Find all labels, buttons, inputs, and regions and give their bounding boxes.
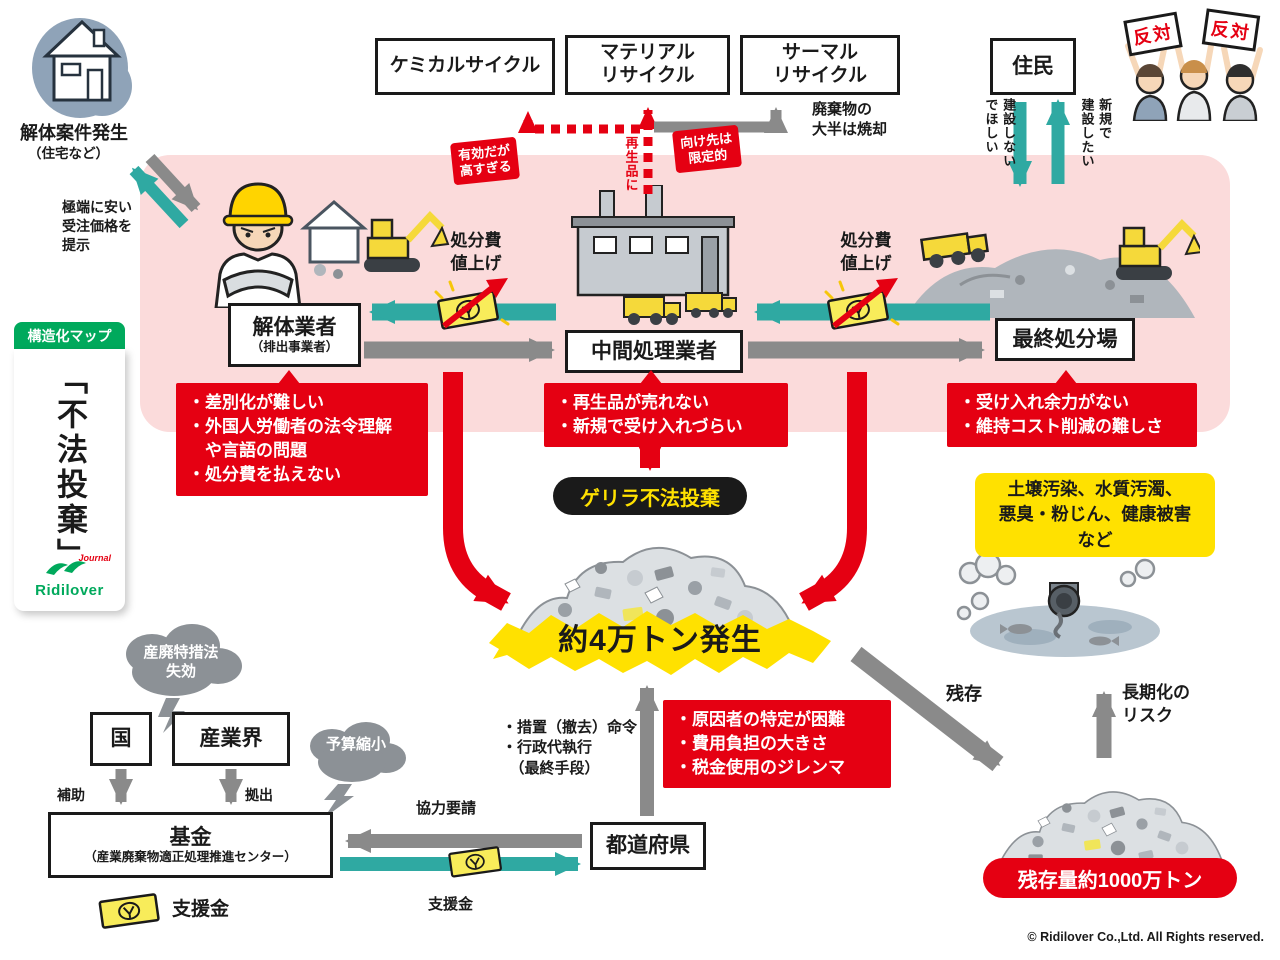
label-mostly-incinerated: 廃棄物の 大半は焼却 <box>812 101 888 139</box>
label-longterm-risk: 長期化の リスク <box>1122 683 1190 725</box>
budget-cut-label: 予算縮小 <box>325 736 386 754</box>
lightning-budget-cut <box>324 784 354 818</box>
money-raise-icon-2 <box>824 278 900 330</box>
protest-sign-2: 反対 <box>1201 8 1261 52</box>
copyright: © Ridilover Co.,Ltd. All Rights reserved… <box>1027 930 1264 944</box>
trash-pile-residual <box>995 791 1226 872</box>
ridilover-logo: Journal Ridilover <box>14 553 125 599</box>
arrow-dashed-chemical <box>518 111 640 134</box>
guerrilla-dumping-pill: ゲリラ不法投棄 <box>553 477 747 515</box>
protesters-illustration <box>1125 37 1263 121</box>
page-title: 「不法投棄」 <box>52 363 87 573</box>
label-support-money-2: 支援金 <box>428 896 474 913</box>
box-nation: 国 <box>90 712 152 766</box>
label-remain: 残存 <box>946 684 982 704</box>
box-demolition-contractor: 解体業者 （排出事業者） <box>228 303 361 367</box>
label-contribute: 拠出 <box>245 787 273 803</box>
structured-map-tab: 構造化マップ <box>14 322 125 349</box>
problems-intermediate: ・再生品が売れない ・新規で受け入れづらい <box>544 369 788 448</box>
box-residents: 住民 <box>990 38 1076 95</box>
label-low-price-offer: 極端に安い 受注価格を 提示 <box>62 199 132 253</box>
arrow-dump-left <box>443 372 511 611</box>
ridilover-wordmark: Ridilover <box>35 582 104 599</box>
box-fund: 基金 （産業廃棄物適正処理推進センター） <box>48 812 333 878</box>
label-to-recycled: 再生品に <box>623 136 639 192</box>
arrow-order-to-contractor <box>145 153 201 213</box>
box-prefecture: 都道府県 <box>590 822 706 870</box>
money-icon-on-arrow <box>448 846 502 878</box>
factory-illustration <box>571 185 737 325</box>
law-expired-cloud <box>126 624 242 696</box>
box-industry: 産業界 <box>172 712 290 766</box>
dump-amount-label: 約4万トン発生 <box>558 623 762 657</box>
amount-starburst <box>489 611 831 675</box>
box-final-disposal: 最終処分場 <box>995 318 1135 361</box>
problems-demolition: ・差別化が難しい ・外国人労働者の法令理解 や言語の問題 ・処分費を払えない <box>176 370 428 496</box>
lightning-law-expired <box>158 698 185 733</box>
arrow-thermal <box>654 107 788 133</box>
worker-illustration <box>214 182 302 308</box>
box-intermediate-processor: 中間処理業者 <box>565 330 743 373</box>
dilemma-box: ・原因者の特定が困難 ・費用負担の大きさ ・税金使用のジレンマ <box>663 700 891 789</box>
problems-final: ・受け入れ余力がない ・維持コスト削減の難しさ <box>947 369 1197 448</box>
tag-limited-destination: 向け先は 限定的 <box>671 124 743 174</box>
law-expired-label: 産廃特措法 失効 <box>143 643 219 681</box>
money-raise-icon-1 <box>434 278 510 330</box>
label-demolition-source: 解体案件発生 <box>20 123 128 143</box>
house-illustration <box>32 18 132 118</box>
money-icon-support <box>98 893 160 929</box>
label-demolition-source-sub: （住宅など） <box>28 146 109 161</box>
pollution-illustration <box>956 553 1160 657</box>
label-measures: ・措置（撤去）命令 ・行政代執行 （最終手段） <box>502 719 638 777</box>
label-support-money-1: 支援金 <box>172 899 230 920</box>
label-no-build: 建設しない でほしい <box>983 98 1017 168</box>
tag-effective-but-expensive: 有効だが 高すぎる <box>449 136 521 186</box>
residual-amount-pill: 残存量約1000万トン <box>983 858 1237 898</box>
budget-cut-cloud <box>310 722 406 782</box>
box-chemical-recycle: ケミカルサイクル <box>375 38 555 95</box>
label-subsidy: 補助 <box>57 787 85 803</box>
box-material-recycle: マテリアル リサイクル <box>565 35 730 95</box>
arrow-lowprice-to-client <box>129 165 189 229</box>
title-card: 「不法投棄」 Journal Ridilover <box>14 349 125 611</box>
ridilover-mark-icon <box>45 561 86 575</box>
journal-label: Journal <box>78 553 111 563</box>
label-fee-raise-1: 処分費 値上げ <box>450 231 502 273</box>
label-cooperation-request: 協力要請 <box>416 800 477 817</box>
label-new-build: 新規で 建設したい <box>1079 98 1113 168</box>
pollution-effects-box: 土壌汚染、水質汚濁、 悪臭・粉じん、健康被害 など <box>975 473 1215 557</box>
landfill-illustration <box>905 218 1200 318</box>
demolition-site-illustration <box>299 200 450 279</box>
arrow-remain <box>850 646 1004 772</box>
arrow-dump-right <box>799 372 867 611</box>
label-fee-raise-2: 処分費 値上げ <box>840 231 892 273</box>
box-thermal-recycle: サーマル リサイクル <box>740 35 900 95</box>
